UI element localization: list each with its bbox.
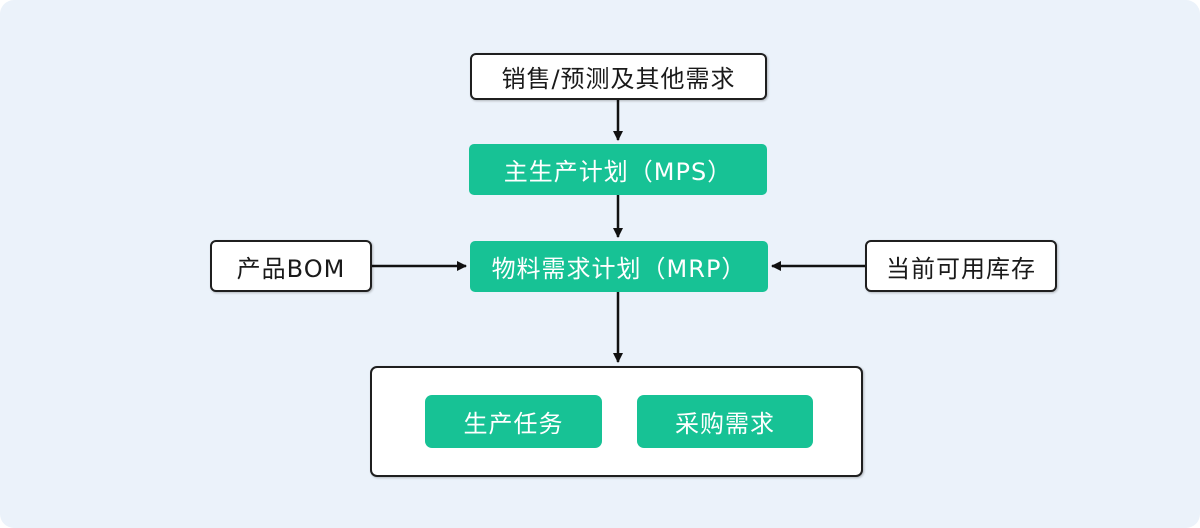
node-label: 销售/预测及其他需求 (501, 65, 736, 93)
node-master-production-schedule: 主生产计划（MPS） (469, 144, 767, 195)
node-sales-forecast-demand: 销售/预测及其他需求 (470, 53, 767, 100)
node-product-bom: 产品BOM (210, 240, 372, 292)
node-material-requirements-planning: 物料需求计划（MRP） (470, 241, 768, 292)
node-production-tasks: 生产任务 (425, 395, 602, 448)
node-label: 生产任务 (463, 410, 564, 438)
node-purchase-demand: 采购需求 (637, 395, 813, 448)
node-label: 采购需求 (675, 410, 775, 438)
node-label: 物料需求计划（MRP） (491, 255, 747, 283)
node-label: 主生产计划（MPS） (503, 158, 733, 186)
node-label: 产品BOM (236, 254, 346, 283)
node-available-inventory: 当前可用库存 (865, 240, 1057, 292)
node-label: 当前可用库存 (886, 254, 1036, 283)
